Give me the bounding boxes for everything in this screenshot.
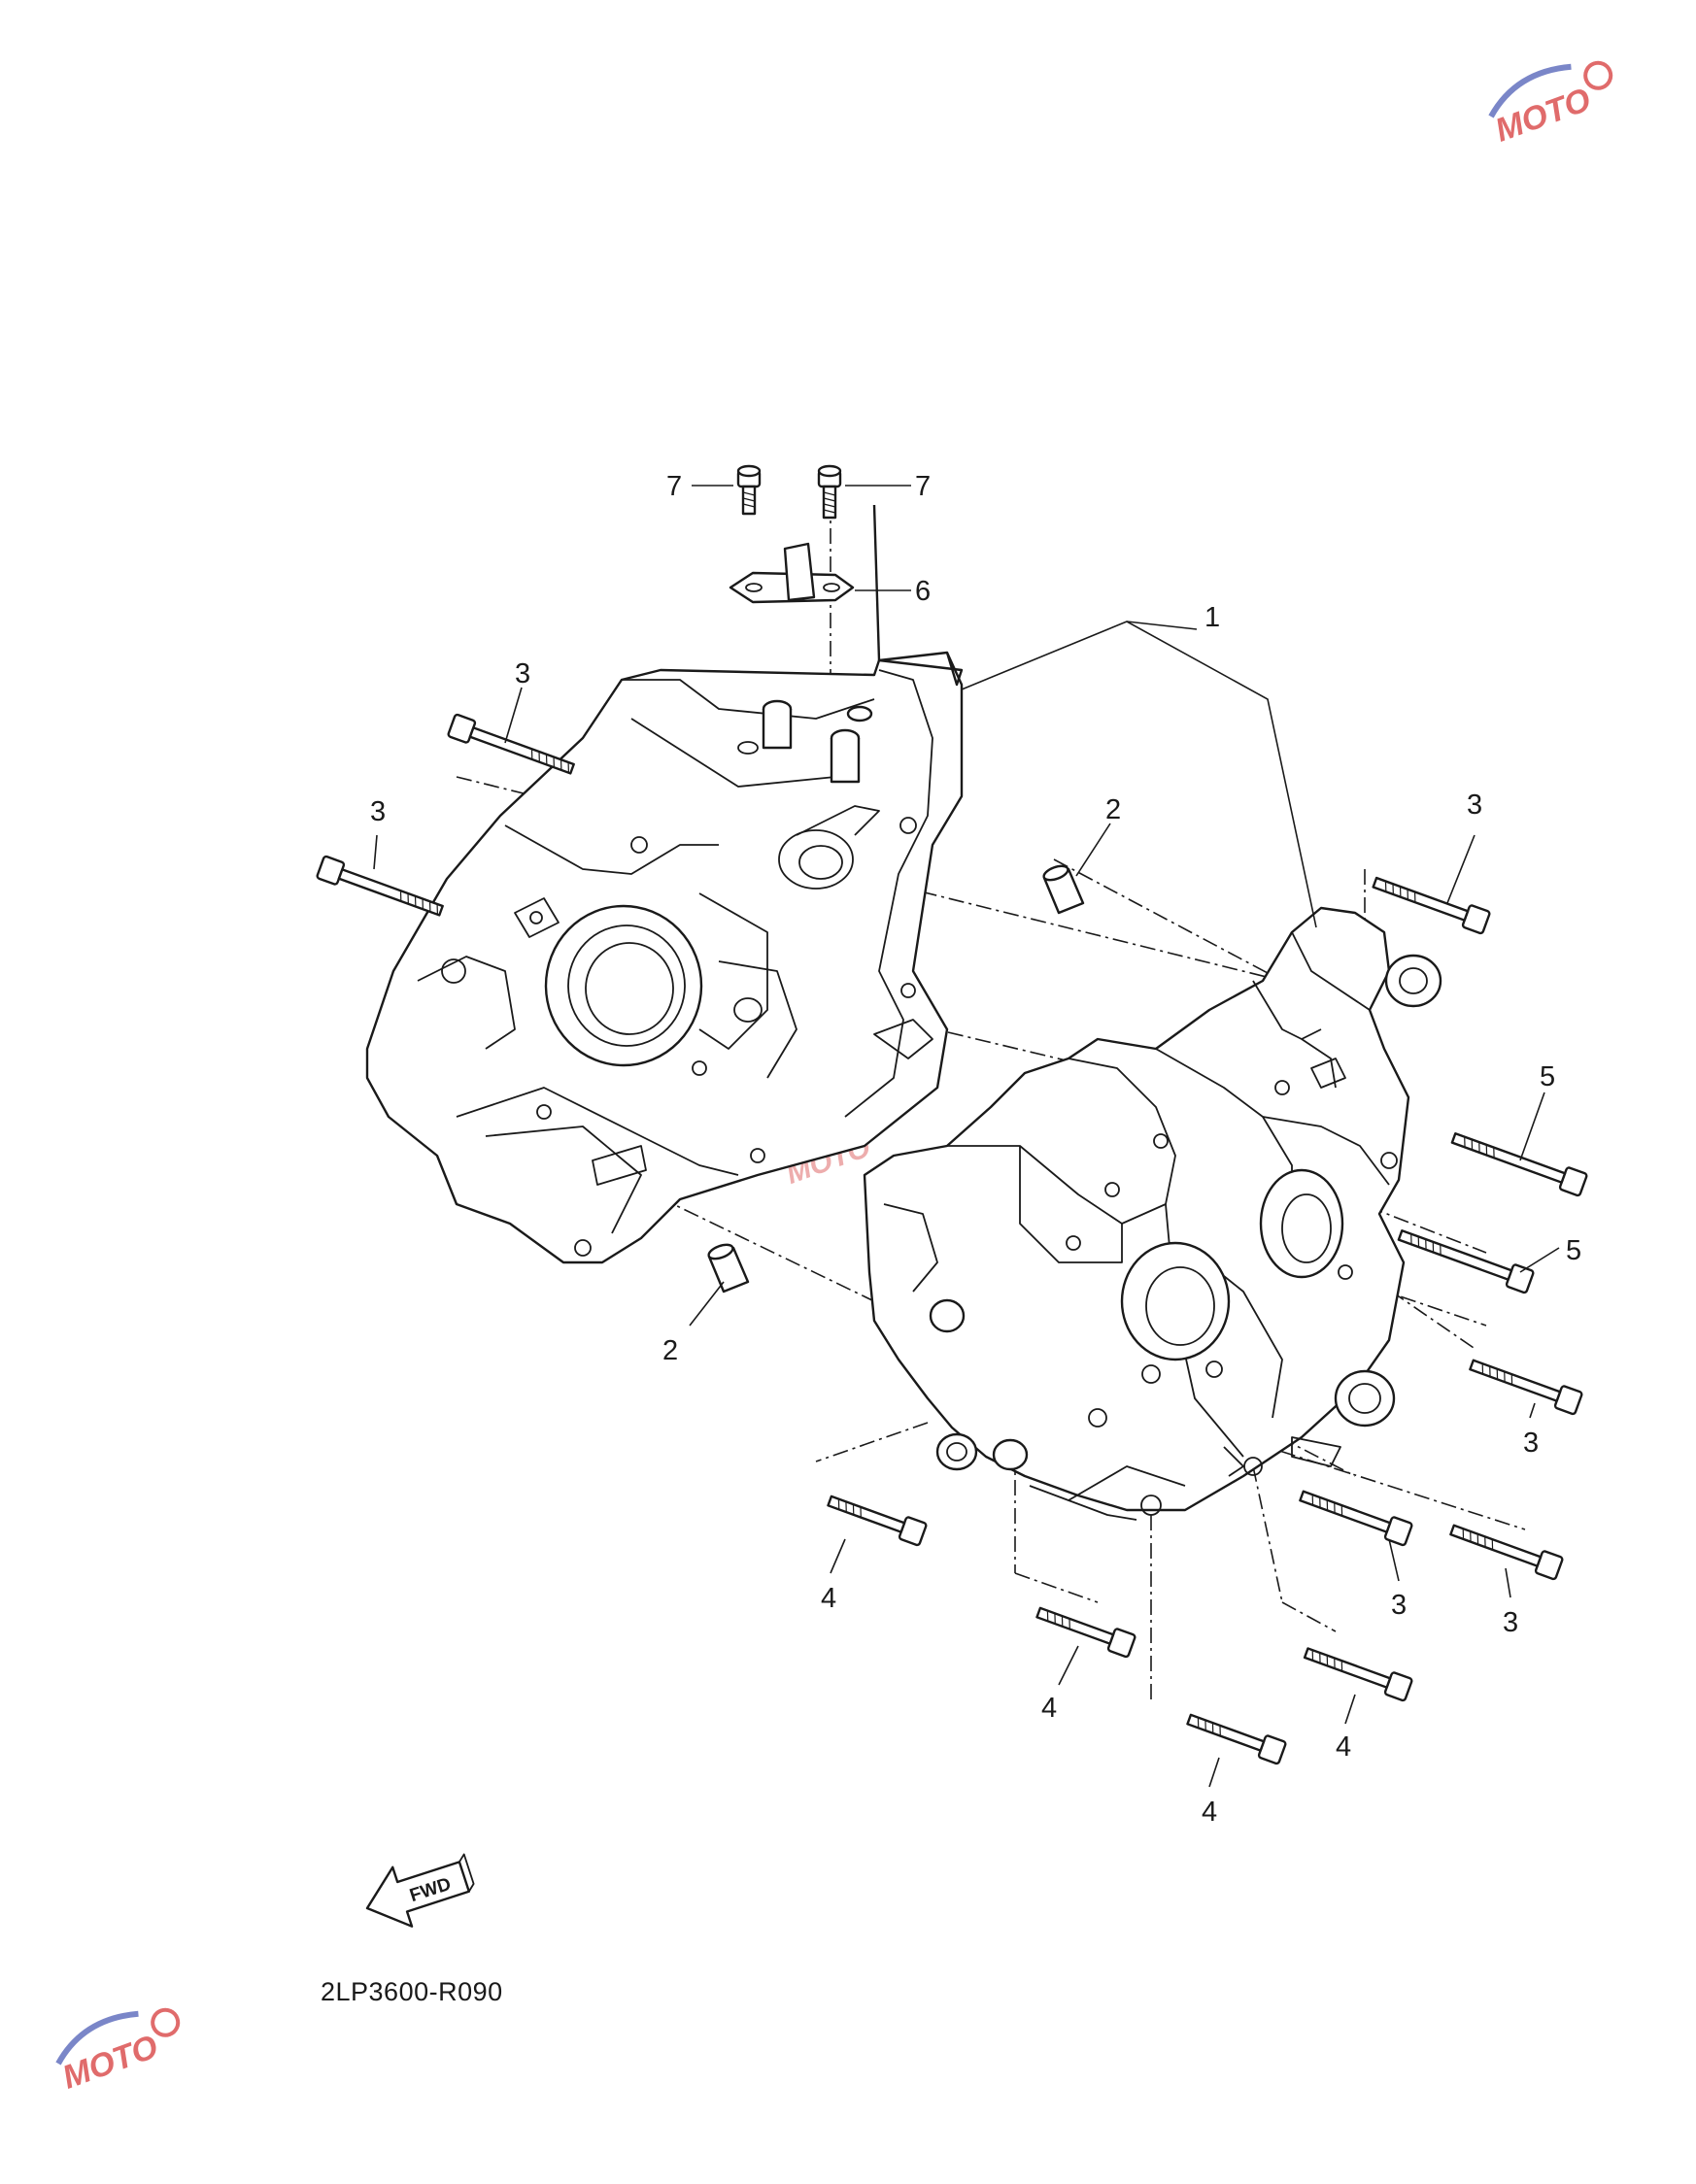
bolt-5-upper bbox=[1450, 1132, 1588, 1197]
callout-labels: 7 7 6 1 3 3 2 2 3 5 5 3 3 3 4 4 4 4 bbox=[370, 471, 1581, 1828]
callout-7-right: 7 bbox=[915, 471, 931, 502]
bolt-3-upper-left bbox=[447, 713, 575, 775]
callout-3-lower-right: 3 bbox=[1503, 1607, 1518, 1638]
svg-text:MOTO: MOTO bbox=[57, 2028, 162, 2096]
bracket-6 bbox=[729, 542, 855, 604]
bolt-4-left bbox=[827, 1495, 928, 1547]
left-crankcase-half bbox=[365, 504, 964, 1264]
callout-1: 1 bbox=[1204, 602, 1220, 633]
callout-3-upper-left: 3 bbox=[515, 658, 530, 689]
diagram-code: 2LP3600-R090 bbox=[321, 1977, 503, 2006]
screw-7-left bbox=[736, 464, 762, 516]
bolt-4-bottom bbox=[1186, 1713, 1287, 1765]
svg-text:MOTO: MOTO bbox=[1490, 81, 1595, 149]
bolt-3-left bbox=[316, 855, 444, 917]
bolt-4-right bbox=[1303, 1647, 1413, 1702]
callout-3-right-middle: 3 bbox=[1523, 1428, 1539, 1459]
dowel-pin-2-upper bbox=[1042, 864, 1085, 915]
callout-5-lower: 5 bbox=[1566, 1235, 1581, 1266]
callout-4-right: 4 bbox=[1336, 1731, 1351, 1763]
bolt-4-center bbox=[1035, 1606, 1136, 1659]
forward-direction-arrow: FWD bbox=[365, 1853, 475, 1928]
callout-3-lower-center: 3 bbox=[1391, 1590, 1407, 1621]
leader-lines bbox=[373, 485, 1560, 1788]
dowel-pin-2-lower bbox=[707, 1243, 750, 1294]
callout-4-bottom: 4 bbox=[1202, 1797, 1217, 1828]
callout-3-upper-right: 3 bbox=[1467, 790, 1482, 821]
callout-4-center: 4 bbox=[1041, 1693, 1057, 1724]
right-crankcase-half bbox=[863, 906, 1442, 1521]
bolt-3-lower-right bbox=[1449, 1524, 1564, 1581]
callout-6: 6 bbox=[915, 576, 931, 607]
callout-7-left: 7 bbox=[666, 471, 682, 502]
watermark-logo-bottom-left: MOTO bbox=[55, 2007, 181, 2097]
watermark-logo-top-right: MOTO bbox=[1488, 60, 1613, 150]
callout-2-lower: 2 bbox=[662, 1335, 678, 1366]
screw-7-right bbox=[817, 464, 842, 520]
bolt-3-right-middle bbox=[1469, 1359, 1583, 1416]
callout-3-left: 3 bbox=[370, 796, 386, 827]
bolt-3-upper-right bbox=[1372, 876, 1491, 935]
bolt-3-lower-center bbox=[1299, 1490, 1413, 1547]
callout-4-left: 4 bbox=[821, 1583, 836, 1614]
bolt-5-lower bbox=[1397, 1229, 1535, 1294]
callout-2-upper: 2 bbox=[1105, 794, 1121, 825]
callout-5-upper: 5 bbox=[1540, 1061, 1555, 1092]
